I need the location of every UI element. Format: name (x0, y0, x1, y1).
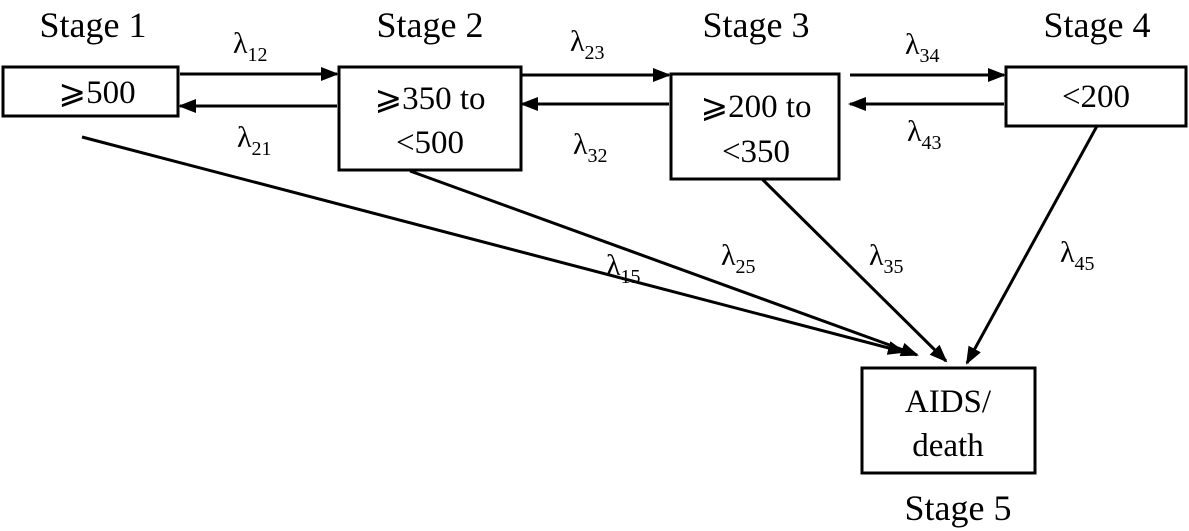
stage-2-title: Stage 2 (377, 5, 484, 45)
rate-label-15: λ15 (606, 249, 641, 288)
arrow-1-to-5 (81, 135, 906, 355)
rate-label-21: λ21 (237, 121, 272, 160)
rate-label-23: λ23 (570, 25, 605, 64)
stage-4-range: <200 (1062, 79, 1130, 115)
arrow-3-to-5 (760, 177, 948, 363)
stage-5-range-line-2: death (912, 428, 984, 464)
rate-label-45: λ45 (1060, 236, 1095, 275)
arrow-4-to-5 (965, 125, 1099, 365)
stage-5-box: AIDS/ death (860, 366, 1037, 475)
stage-3-box: ⩾200 to <350 (669, 72, 841, 181)
stage-5-title: Stage 5 (905, 488, 1012, 528)
rate-label-12: λ12 (233, 27, 268, 66)
stage-4-title: Stage 4 (1044, 5, 1151, 45)
stage-2-range-line-2: <500 (396, 125, 464, 161)
rate-label-35: λ35 (869, 239, 904, 278)
stage-2-box: ⩾350 to <500 (337, 65, 523, 172)
stage-5-range-line-1: AIDS/ (905, 384, 992, 420)
arrow-2-to-5 (409, 169, 919, 357)
rate-label-32: λ32 (573, 128, 608, 167)
stage-2-range-line-1: ⩾350 to (374, 81, 485, 117)
stage-1-box: ⩾500 (1, 65, 180, 118)
stage-3-title: Stage 3 (703, 5, 810, 45)
rate-label-34: λ34 (905, 28, 940, 67)
stage-3-range-line-1: ⩾200 to (700, 89, 811, 125)
stage-4-box: <200 (1004, 65, 1188, 128)
rate-label-25: λ25 (721, 239, 756, 278)
rate-label-43: λ43 (907, 115, 942, 154)
stage-1-title: Stage 1 (40, 5, 147, 45)
stage-3-range-line-2: <350 (722, 134, 790, 170)
stage-1-range: ⩾500 (58, 75, 135, 111)
